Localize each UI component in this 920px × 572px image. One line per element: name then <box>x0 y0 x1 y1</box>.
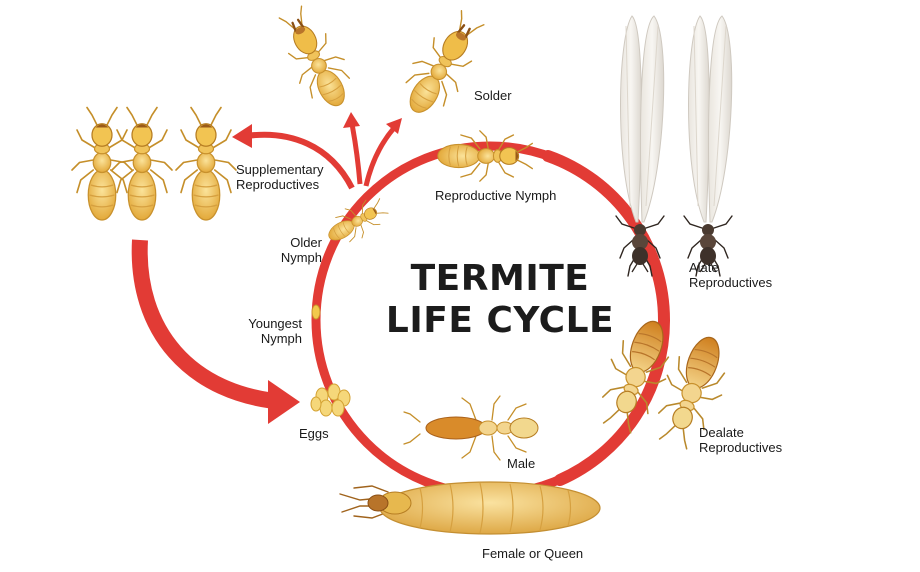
label-male: Male <box>507 456 536 471</box>
supplementary-to-eggs-arrowhead <box>268 380 300 424</box>
label-youngest-nymph-line-2: Nymph <box>260 331 302 346</box>
label-older-nymph-line-1: Older <box>290 235 322 250</box>
soldier-termite-icon <box>390 2 497 127</box>
label-reproductive-nymph: Reproductive Nymph <box>435 188 557 203</box>
diagram-title: TERMITE LIFE CYCLE <box>380 258 620 342</box>
life-cycle-ring-accent <box>542 150 671 486</box>
youngest-nymph-icon <box>311 304 321 320</box>
nymph-to-worker-arrow <box>349 123 363 185</box>
label-older-nymph: Older Nymph <box>262 235 322 265</box>
label-queen: Female or Queen <box>482 546 584 561</box>
label-dealate-reproductives: Dealate Reproductives <box>699 425 782 455</box>
label-alate-line-2: Reproductives <box>689 275 773 290</box>
nymph-to-supplementary-arrowhead <box>232 124 252 148</box>
label-dealate-line-2: Reproductives <box>699 440 783 455</box>
egg-cluster-icon <box>310 383 351 417</box>
label-supplementary-line-2: Reproductives <box>236 177 320 192</box>
label-alate-reproductives: Alate Reproductives <box>689 260 772 290</box>
label-supplementary-reproductives: Supplementary Reproductives <box>236 162 323 192</box>
nymph-to-soldier-arrowhead <box>386 118 402 134</box>
alate-reproductives-icon <box>615 15 733 277</box>
queen-termite-icon <box>339 481 601 535</box>
nymph-to-supplementary-arrow <box>245 131 355 190</box>
worker-termite-icon <box>266 0 364 118</box>
supplementary-reproductives-termites <box>71 106 237 221</box>
label-youngest-nymph-line-1: Youngest <box>248 316 302 331</box>
nymph-to-worker-arrowhead <box>343 112 360 128</box>
title-line-2: LIFE CYCLE <box>385 300 615 341</box>
label-dealate-line-1: Dealate <box>699 425 744 440</box>
supplementary-to-eggs-arrow <box>131 239 286 410</box>
nymph-to-soldier-arrow <box>363 126 396 187</box>
label-solder: Solder <box>474 88 512 103</box>
label-eggs: Eggs <box>299 426 329 441</box>
label-older-nymph-line-2: Nymph <box>280 250 322 265</box>
title-line-1: TERMITE <box>410 258 590 299</box>
reproductive-nymph-icon <box>437 130 533 182</box>
male-termite-icon <box>403 395 539 461</box>
label-youngest-nymph: Youngest Nymph <box>232 316 302 346</box>
label-alate-line-1: Alate <box>689 260 719 275</box>
label-supplementary-line-1: Supplementary <box>236 162 324 177</box>
